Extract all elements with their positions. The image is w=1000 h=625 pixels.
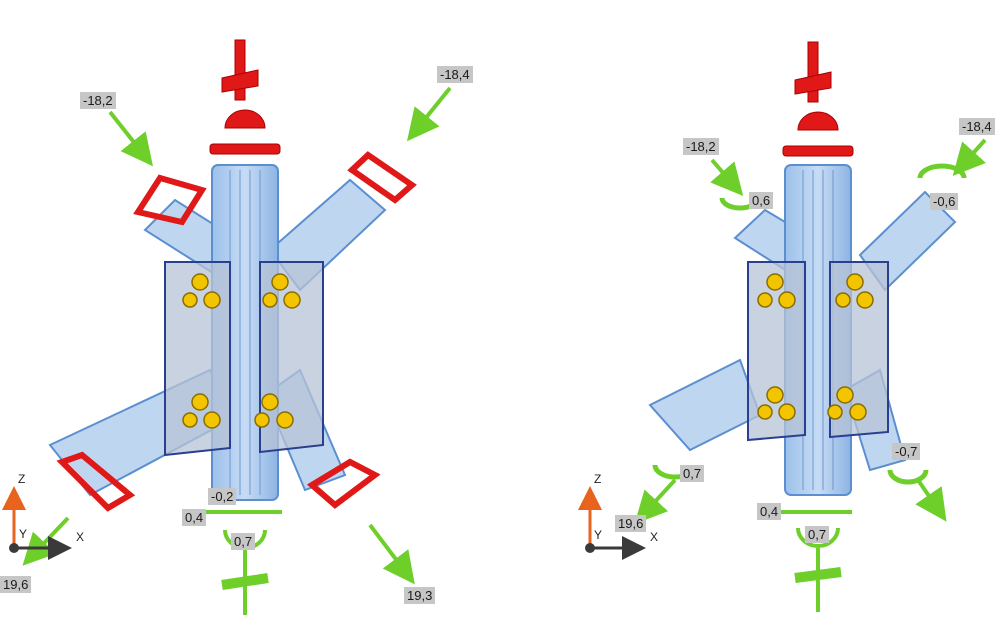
left-label-top-right-force: -18,4	[437, 66, 473, 83]
left-end-frame-top-right	[347, 151, 417, 204]
right-force-arrow-bottom-left	[634, 478, 677, 524]
left-label-bottom-moment-a: 0,4	[182, 509, 207, 526]
left-end-frame-top-left	[133, 174, 207, 226]
left-axis-triad	[1, 486, 72, 560]
right-force-arrow-top-right	[952, 138, 987, 176]
right-label-bottom-moment-b: 0,7	[805, 526, 830, 543]
left-force-arrow-bottom-left	[22, 516, 70, 566]
right-label-bottom-left-force: 19,6	[615, 515, 647, 532]
right-moment-bottom-right	[887, 469, 929, 485]
right-label-top-left-force: -18,2	[683, 138, 719, 155]
left-top-support	[209, 39, 281, 155]
right-label-bottom-moment-a: 0,4	[757, 503, 782, 520]
left-label-bottom-right-force: 19,3	[404, 587, 436, 604]
right-bolts	[757, 273, 874, 421]
right-brace-bottom-left	[648, 358, 762, 452]
right-axis-triad	[578, 486, 646, 560]
left-end-frame-bottom-left	[56, 451, 136, 512]
left-axis-y-label: Y	[19, 527, 28, 541]
left-force-arrow-top-right	[406, 86, 452, 142]
left-bolts	[182, 273, 301, 429]
right-label-bottom-right-moment: -0,7	[892, 443, 921, 460]
left-plate-left	[164, 261, 231, 457]
left-axis-z-label: Z	[18, 472, 26, 486]
left-label-bottom-shear: -0,2	[208, 488, 237, 505]
right-axis-y-label: Y	[594, 528, 603, 542]
right-label-top-right-force: -18,4	[959, 118, 995, 135]
left-force-arrow-top-left	[108, 110, 153, 167]
left-label-top-left-force: -18,2	[80, 92, 116, 109]
right-label-top-right-moment: -0,6	[930, 193, 959, 210]
right-axis-x-label: X	[650, 530, 659, 544]
left-bottom-support	[200, 510, 282, 615]
left-axis-x-label: X	[76, 530, 85, 544]
left-view	[1, 39, 452, 615]
right-bottom-support	[775, 510, 852, 612]
left-label-bottom-left-force: 19,6	[0, 576, 32, 593]
left-end-frame-bottom-right	[306, 458, 381, 509]
right-axis-z-label: Z	[594, 472, 602, 486]
right-label-bottom-left-moment: 0,7	[680, 465, 705, 482]
left-label-bottom-moment-b: 0,7	[231, 533, 256, 550]
right-force-arrow-bottom-right	[915, 478, 947, 522]
right-moment-top-right	[917, 163, 967, 179]
left-force-arrow-bottom-right	[368, 523, 415, 585]
right-force-arrow-top-left	[710, 158, 744, 197]
right-top-support	[782, 41, 854, 157]
right-label-top-left-moment: 0,6	[749, 192, 774, 209]
